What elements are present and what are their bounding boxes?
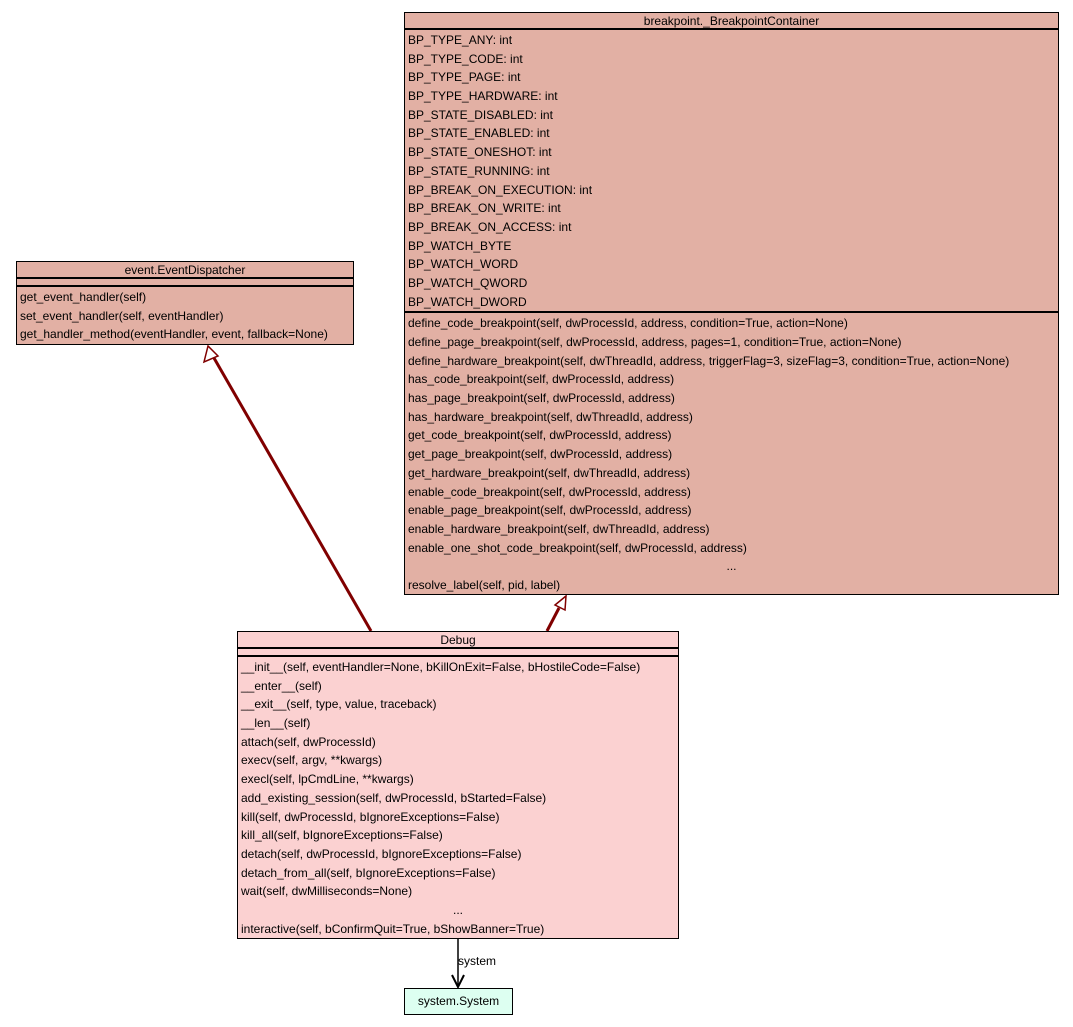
operation: add_existing_session(self, dwProcessId, … [241, 790, 547, 805]
attribute: BP_STATE_ENABLED: int [408, 126, 550, 141]
attribute: BP_TYPE_CODE: int [408, 51, 523, 66]
attribute: BP_WATCH_QWORD [408, 275, 528, 290]
ellipsis: ... [726, 559, 737, 574]
operation: __len__(self) [241, 716, 311, 731]
attribute: BP_TYPE_ANY: int [408, 33, 513, 47]
attribute: BP_WATCH_DWORD [408, 294, 527, 309]
operation: define_code_breakpoint(self, dwProcessId… [408, 316, 848, 331]
operation: get_page_breakpoint(self, dwProcessId, a… [408, 447, 673, 462]
operation: get_event_handler(self) [20, 290, 147, 304]
attribute: BP_TYPE_HARDWARE: int [408, 89, 558, 104]
class-debug[interactable]: Debug __init__(self, eventHandler=None, … [237, 631, 679, 939]
class-title: breakpoint._BreakpointContainer [405, 13, 1058, 30]
operation: has_hardware_breakpoint(self, dwThreadId… [408, 409, 693, 424]
operation: kill_all(self, bIgnoreExceptions=False) [241, 828, 443, 843]
attribute: BP_WATCH_BYTE [408, 238, 512, 253]
attribute: BP_WATCH_WORD [408, 257, 519, 272]
inheritance-arrowhead-icon [553, 594, 567, 612]
inheritance-arrowhead-icon [202, 344, 220, 364]
operations-compartment: define_code_breakpoint(self, dwProcessId… [405, 313, 1058, 594]
inheritance-edge-breakpoint-container [545, 607, 561, 632]
operation: has_code_breakpoint(self, dwProcessId, a… [408, 372, 675, 387]
operation: kill(self, dwProcessId, bIgnoreException… [241, 809, 500, 824]
attribute: BP_BREAK_ON_ACCESS: int [408, 219, 572, 234]
operation: detach_from_all(self, bIgnoreExceptions=… [241, 865, 496, 880]
operation: get_hardware_breakpoint(self, dwThreadId… [408, 465, 691, 480]
operation: enable_page_breakpoint(self, dwProcessId… [408, 503, 692, 518]
inheritance-edge-event-dispatcher [212, 357, 373, 632]
operations-compartment: __init__(self, eventHandler=None, bKillO… [238, 657, 678, 938]
operation: interactive(self, bConfirmQuit=True, bSh… [241, 921, 545, 936]
attribute: BP_TYPE_PAGE: int [408, 70, 521, 85]
operations-compartment: get_event_handler(self) set_event_handler… [17, 287, 353, 344]
operation: get_code_breakpoint(self, dwProcessId, a… [408, 428, 672, 443]
ellipsis: ... [452, 902, 463, 917]
attribute: BP_STATE_RUNNING: int [408, 163, 550, 178]
operation: get_handler_method(eventHandler, event, … [20, 327, 328, 342]
operation: __exit__(self, type, value, traceback) [241, 697, 437, 712]
operation: detach(self, dwProcessId, bIgnoreExcepti… [241, 846, 522, 861]
operation: has_page_breakpoint(self, dwProcessId, a… [408, 391, 675, 406]
association-arrowhead-icon [451, 974, 465, 990]
operation: enable_code_breakpoint(self, dwProcessId… [408, 484, 691, 499]
class-breakpoint-container[interactable]: breakpoint._BreakpointContainer BP_TYPE_… [404, 12, 1059, 595]
operation: __enter__(self) [241, 678, 322, 693]
attribute: BP_STATE_ONESHOT: int [408, 145, 552, 160]
attribute: BP_BREAK_ON_EXECUTION: int [408, 182, 593, 197]
class-system[interactable]: system.System [404, 988, 513, 1015]
class-event-dispatcher[interactable]: event.EventDispatcher get_event_handler(… [16, 261, 354, 345]
operation: define_hardware_breakpoint(self, dwThrea… [408, 353, 1010, 368]
operation: execv(self, argv, **kwargs) [241, 753, 383, 768]
operation: define_page_breakpoint(self, dwProcessId… [408, 335, 902, 349]
operation: __init__(self, eventHandler=None, bKillO… [241, 660, 641, 674]
class-title: event.EventDispatcher [17, 262, 353, 279]
operation: resolve_label(self, pid, label) [408, 577, 561, 592]
operation: enable_one_shot_code_breakpoint(self, dw… [408, 540, 747, 555]
association-label: system [458, 954, 497, 968]
operation: execl(self, lpCmdLine, **kwargs) [241, 772, 414, 787]
operation: set_event_handler(self, eventHandler) [20, 308, 224, 323]
attribute: BP_STATE_DISABLED: int [408, 107, 553, 122]
operation: enable_hardware_breakpoint(self, dwThrea… [408, 521, 710, 536]
attributes-compartment [238, 649, 678, 657]
operation: wait(self, dwMilliseconds=None) [241, 884, 413, 899]
attributes-compartment [17, 279, 353, 287]
attribute: BP_BREAK_ON_WRITE: int [408, 201, 561, 216]
class-title: Debug [238, 632, 678, 649]
operation: attach(self, dwProcessId) [241, 734, 376, 749]
